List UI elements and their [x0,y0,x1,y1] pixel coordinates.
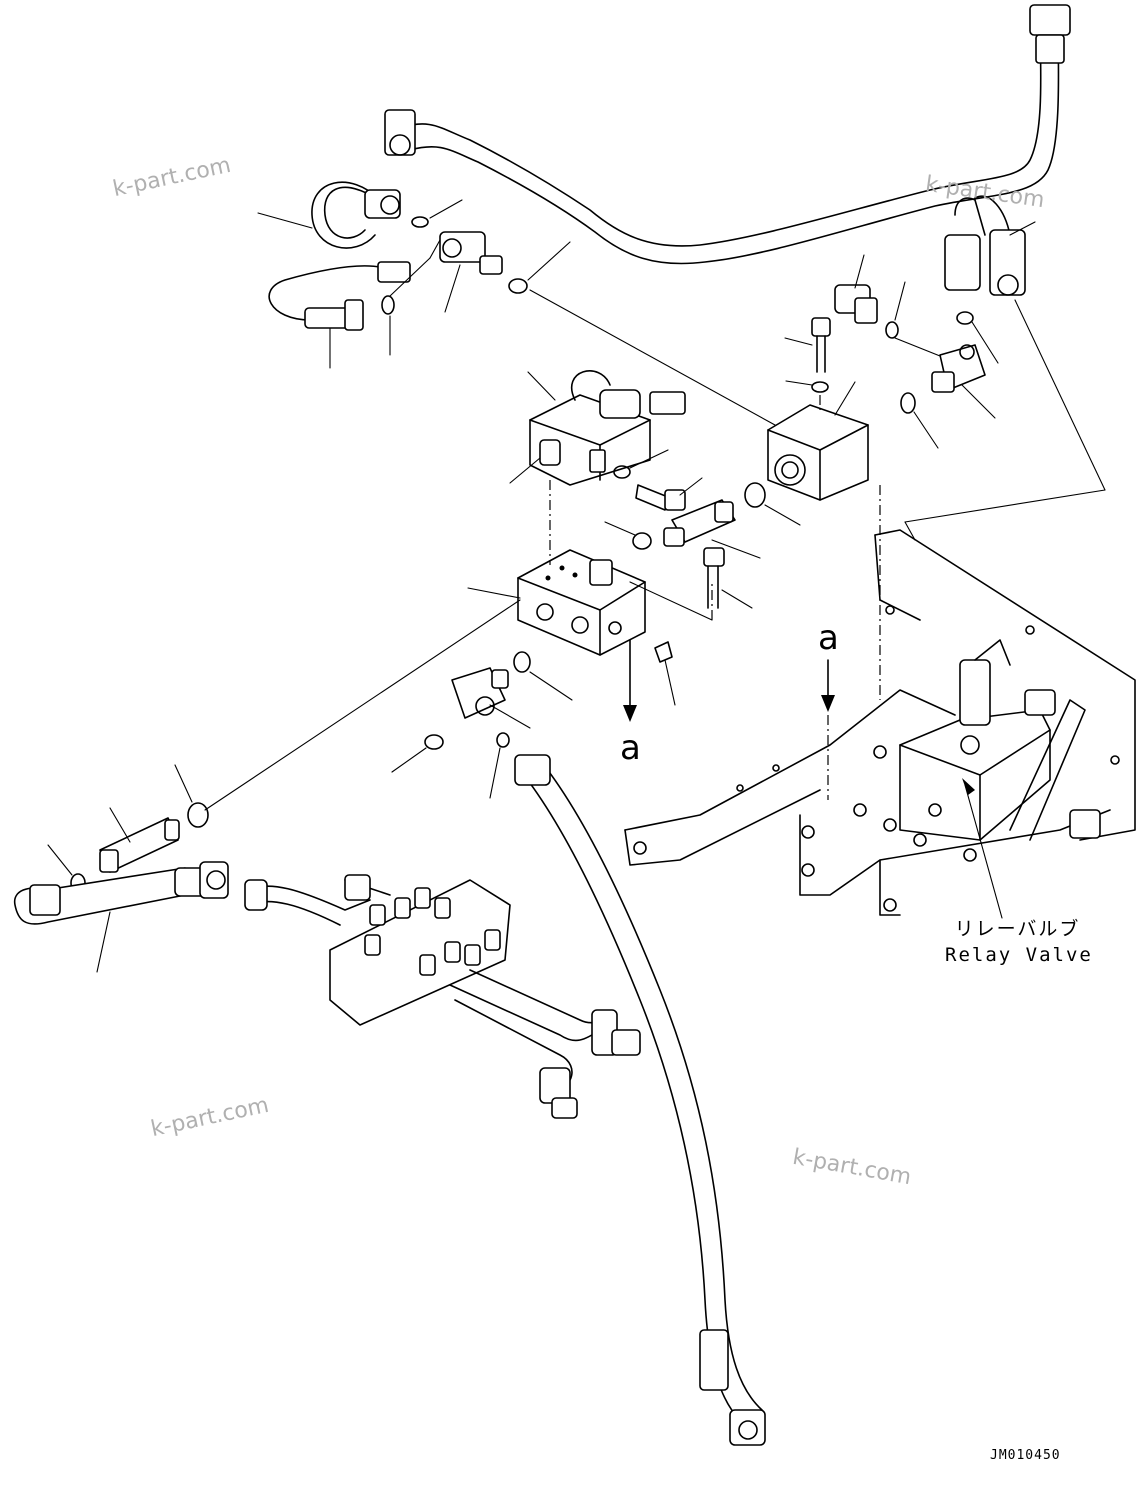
sensor-cable [268,261,411,331]
relay-valve-label: リレーバルブ Relay Valve [945,916,1093,968]
solenoid-valve [529,370,686,486]
plug-small [654,641,673,663]
drawing-code: JM010450 [990,1448,1061,1463]
distributor-phantom [244,874,641,1119]
socket-bolt [703,547,725,609]
check-valve-left [99,817,180,873]
arrow-label-upper: a [818,618,839,658]
upper-pipe [384,4,1071,265]
arrow-label-lower: a [620,728,641,768]
hose-right-top [944,195,1026,296]
relay-valve-label-jp: リレーバルブ [954,918,1081,940]
long-hose-center [514,754,766,1446]
tee-fitting-top [439,231,503,275]
coiled-hose [311,181,401,249]
hose-left [14,861,229,925]
elbow-right [931,344,986,393]
check-valve-center [663,499,736,547]
relay-valve-label-en: Relay Valve [945,944,1093,966]
right-valve-block [767,404,869,501]
mounting-frame [624,529,1136,916]
pressure-switch [834,284,878,324]
bolt-right [811,317,831,373]
relay-valve [801,639,1101,877]
manifold-block [517,549,646,656]
bolt-center [635,484,686,511]
